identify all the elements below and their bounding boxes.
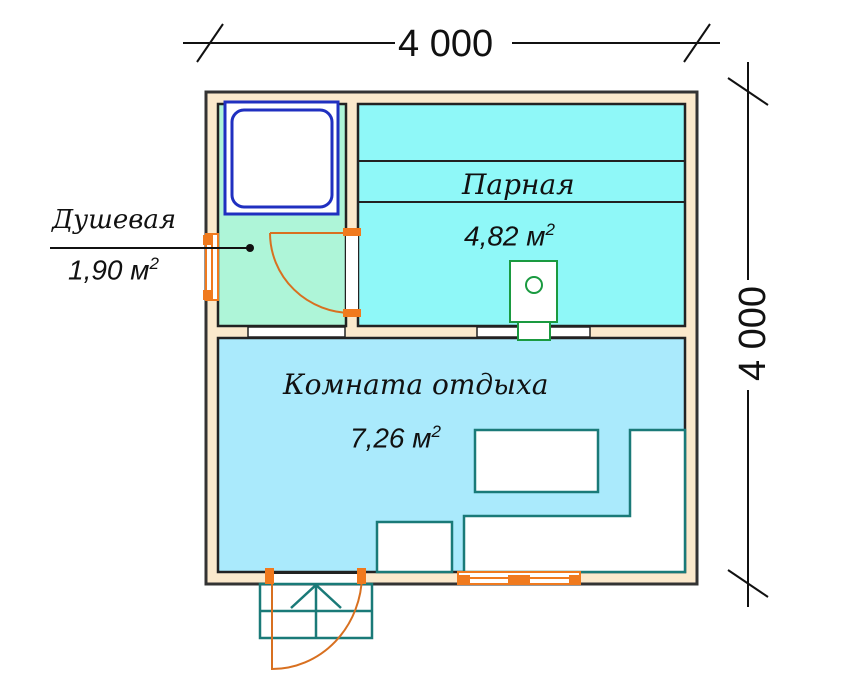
area-value: 7,26 м: [350, 422, 432, 454]
cabinet: [375, 520, 454, 574]
leader-dot: [246, 244, 254, 252]
stove-icon: [509, 260, 558, 341]
corner-sofa: [462, 428, 687, 574]
steam-room-name: Парная: [462, 168, 575, 201]
window-left: [203, 233, 219, 301]
shower-room-area: 1,90 м2: [68, 254, 159, 286]
width-dimension-label: 4 000: [398, 23, 494, 65]
window-bottom: [457, 571, 581, 585]
height-dimension-label: 4 000: [732, 285, 775, 382]
rest-room-name: Комната отдыха: [283, 368, 549, 401]
area-unit-sup: 2: [431, 422, 441, 441]
door-shower: [269, 228, 361, 317]
area-value: 4,82 м: [464, 220, 546, 252]
steam-room-area: 4,82 м2: [464, 220, 555, 252]
shower-tray-icon: [223, 100, 340, 216]
dimension-height: [727, 62, 769, 607]
dimension-width: [183, 23, 720, 63]
shower-room-name: Душевая: [52, 205, 177, 235]
area-value: 1,90 м: [68, 254, 150, 286]
table: [473, 428, 600, 494]
area-unit-sup: 2: [149, 254, 159, 273]
door-entry: [258, 568, 374, 671]
porch-steps: [258, 582, 374, 640]
furniture: [375, 428, 687, 574]
rest-room-area: 7,26 м2: [350, 422, 441, 454]
wall-opening: [247, 326, 346, 338]
area-unit-sup: 2: [545, 220, 555, 239]
